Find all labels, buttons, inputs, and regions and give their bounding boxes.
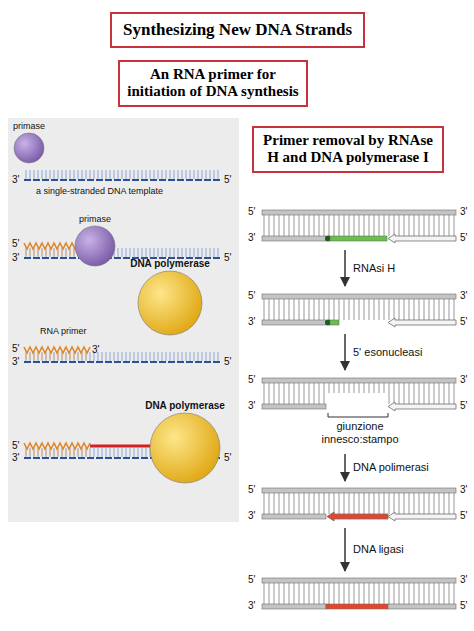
strand-end: 5' (248, 290, 255, 302)
strand-end: 5' (460, 600, 467, 612)
rna-primer (24, 347, 90, 360)
new-dna (327, 512, 388, 521)
double-strand-dna (262, 210, 456, 243)
protein-circle-shape (138, 271, 202, 335)
strand-end: 5' (12, 238, 19, 250)
title-box: Synthesizing New DNA Strands (110, 12, 365, 48)
template-strand (262, 578, 456, 583)
protein-shape (120, 270, 220, 336)
protein-name: DNA polymerase (135, 400, 235, 412)
strand-end: 5' (460, 232, 467, 244)
rna-primer (330, 236, 387, 241)
okazaki-fragment (388, 318, 456, 327)
protein-name: primase (4, 121, 54, 132)
strand-end: 3' (248, 400, 255, 412)
lagging-strand (262, 514, 326, 519)
strand-end: 3' (248, 600, 255, 612)
part-label: a single-stranded DNA template (36, 186, 163, 197)
strand-end: 3' (248, 316, 255, 328)
strand-end: 3' (12, 252, 19, 264)
rna-primer (24, 243, 78, 256)
heading-box: Primer removal by RNAse H and DNA polyme… (252, 126, 444, 173)
template-strand (24, 248, 222, 258)
protein-shape (4, 132, 54, 164)
lagging-strand (262, 320, 326, 325)
strand-end: 5' (460, 400, 467, 412)
new-dna (326, 604, 388, 609)
protein-circle-shape (75, 226, 115, 266)
strand-end: 5' (224, 452, 231, 464)
protein-circle: primase (65, 214, 125, 267)
strand-end: 3' (12, 174, 19, 186)
double-strand-dna (262, 378, 456, 411)
strand-end: 3' (12, 356, 19, 368)
protein-name: primase (65, 214, 125, 225)
strand-end: 5' (224, 252, 231, 264)
step-label: 5' esonucleasi (353, 346, 422, 359)
template-strand (262, 210, 456, 215)
step-label: RNAsi H (353, 262, 395, 275)
panel-background (8, 118, 239, 522)
protein-shape (135, 412, 235, 484)
strand-end: 3' (460, 574, 467, 586)
rna-primer (330, 320, 339, 325)
protein-circle-shape (150, 413, 220, 483)
strand-end: 5' (248, 374, 255, 386)
strand-end: 3' (248, 510, 255, 522)
protein-circle-shape (14, 133, 44, 163)
strand-end: 3' (460, 206, 467, 218)
okazaki-fragment (388, 402, 456, 411)
protein-circle: DNA polymerase (120, 258, 220, 336)
strand-end: 5' (460, 316, 467, 328)
strand-end: 5' (248, 206, 255, 218)
double-strand-dna (262, 488, 456, 521)
template-strand (24, 170, 222, 180)
strand-end: 3' (460, 290, 467, 302)
step-arrow (344, 528, 346, 571)
part-label: RNA primer (40, 326, 87, 337)
protein-name: DNA polymerase (120, 258, 220, 270)
strand-end: 5' (460, 510, 467, 522)
protein-circle: primase (4, 121, 54, 164)
strand-end: 3' (92, 344, 99, 356)
strand-end: 5' (12, 440, 19, 452)
okazaki-fragment (388, 512, 456, 521)
new-dna-strand (90, 445, 160, 448)
heading-text: Primer removal by RNAse H and DNA polyme… (260, 132, 436, 167)
step-label: DNA polimerasi (353, 461, 429, 474)
lagging-strand (262, 404, 326, 409)
protein-circle: DNA polymerase (135, 400, 235, 484)
step-arrow (344, 454, 346, 481)
strand-end: 3' (248, 232, 255, 244)
heading-box: An RNA primer for initiation of DNA synt… (118, 60, 308, 107)
strand-end: 5' (224, 356, 231, 368)
part-label: giunzione innesco:stampo (315, 420, 405, 446)
strand-end: 5' (224, 174, 231, 186)
step-arrow (344, 250, 346, 286)
protein-shape (65, 225, 125, 267)
rna-primer (24, 443, 90, 456)
strand-end: 3' (12, 452, 19, 464)
bracket (328, 413, 388, 417)
strand-end: 3' (460, 374, 467, 386)
okazaki-fragment (388, 234, 456, 243)
double-strand-dna (262, 294, 456, 327)
double-strand-dna (262, 578, 456, 609)
strand-end: 5' (248, 484, 255, 496)
strand-end: 5' (248, 574, 255, 586)
template-strand (24, 352, 222, 362)
strand-end: 3' (460, 484, 467, 496)
template-strand (262, 378, 456, 383)
lagging-strand (388, 604, 456, 609)
heading-text: An RNA primer for initiation of DNA synt… (126, 66, 300, 101)
template-strand (262, 294, 456, 299)
template-strand (262, 488, 456, 493)
lagging-strand (262, 604, 326, 609)
step-arrow (344, 334, 346, 370)
step-label: DNA ligasi (353, 543, 404, 556)
lagging-strand (262, 236, 326, 241)
strand-end: 5' (12, 343, 19, 355)
